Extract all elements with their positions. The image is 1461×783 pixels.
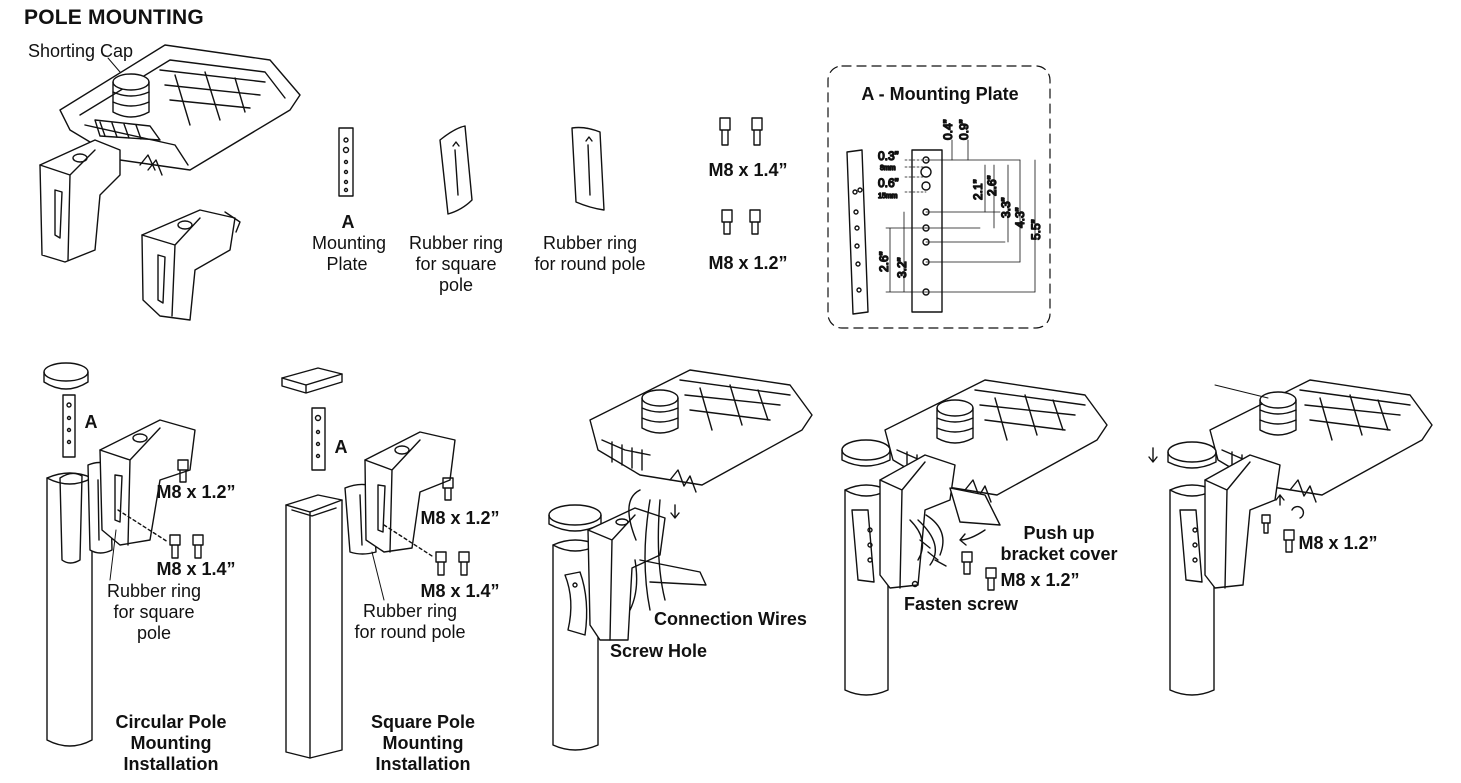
- detail-title: A - Mounting Plate: [861, 84, 1019, 104]
- square-pole-step: [281, 367, 470, 759]
- square-ring-label: Rubber ring for round pole: [354, 601, 466, 642]
- svg-text:3.2”: 3.2”: [895, 257, 909, 278]
- svg-text:5.5”: 5.5”: [1029, 219, 1043, 240]
- square-screw-long-label: M8 x 1.4”: [420, 581, 500, 601]
- cover-step: [841, 379, 1108, 696]
- fasten-screw-label: Fasten screw: [904, 594, 1019, 614]
- svg-text:2.6”: 2.6”: [985, 175, 999, 196]
- svg-text:0.3”: 0.3”: [878, 149, 899, 163]
- plate-name-label: Mounting Plate: [312, 233, 387, 274]
- circular-caption: Circular Pole Mounting Installation: [115, 712, 227, 774]
- screw-short-part: [721, 209, 761, 235]
- svg-text:0.6”: 0.6”: [878, 176, 899, 190]
- circular-plate-letter: A: [84, 412, 98, 432]
- circular-pole-step: [43, 362, 204, 747]
- svg-text:2.6”: 2.6”: [877, 251, 891, 272]
- circular-screw-long-label: M8 x 1.4”: [156, 559, 236, 579]
- shorting-cap-shape: [112, 73, 150, 118]
- rubber-ring-round-part: [571, 126, 605, 211]
- bracket-cover-loose: [141, 209, 241, 321]
- mounting-plate-part: [338, 127, 354, 197]
- svg-text:0.9”: 0.9”: [957, 119, 971, 140]
- final-step: [1148, 379, 1433, 696]
- svg-text:2.1”: 2.1”: [971, 179, 985, 200]
- rubber-ring-square-label: Rubber ring for square pole: [408, 233, 504, 295]
- screw-long-label: M8 x 1.4”: [708, 160, 788, 180]
- svg-text:0.4”: 0.4”: [941, 119, 955, 140]
- circular-screw-short-label: M8 x 1.2”: [156, 482, 236, 502]
- fixture-exploded: [39, 44, 301, 263]
- cover-screw-label: M8 x 1.2”: [1000, 570, 1080, 590]
- square-screw-short-label: M8 x 1.2”: [420, 508, 500, 528]
- detail-mounting-plate: 0.3” 8mm 0.6” 15mm 0.4” 0.9” 2.1” 2.6” 3…: [827, 65, 1051, 329]
- wires-step: [548, 369, 813, 751]
- svg-text:3.3”: 3.3”: [999, 197, 1013, 218]
- screw-long-part: [719, 117, 763, 146]
- connection-wires-label: Connection Wires: [654, 609, 807, 629]
- svg-text:4.3”: 4.3”: [1013, 207, 1027, 228]
- screw-short-label: M8 x 1.2”: [708, 253, 788, 273]
- square-caption: Square Pole Mounting Installation: [370, 712, 476, 774]
- page-title: POLE MOUNTING: [24, 6, 204, 29]
- screw-hole-label: Screw Hole: [610, 641, 708, 661]
- rubber-ring-round-label: Rubber ring for round pole: [534, 233, 646, 274]
- svg-text:8mm: 8mm: [880, 165, 896, 172]
- circular-ring-label: Rubber ring for square pole: [106, 581, 202, 643]
- shorting-cap-label: Shorting Cap: [28, 41, 134, 61]
- square-plate-letter: A: [334, 437, 348, 457]
- rubber-ring-square-part: [439, 125, 473, 215]
- svg-text:15mm: 15mm: [878, 193, 898, 200]
- plate-letter-label: A: [341, 212, 355, 232]
- final-screw-label: M8 x 1.2”: [1298, 533, 1378, 553]
- push-cover-label: Push up bracket cover: [1000, 523, 1118, 564]
